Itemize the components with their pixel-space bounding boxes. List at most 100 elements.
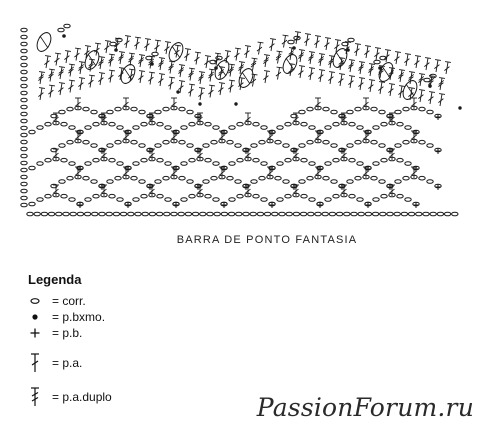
chain-arch-stitch	[354, 175, 362, 181]
picot-chain-stitch	[215, 55, 223, 61]
chain-arch-stitch	[252, 193, 260, 199]
treble-crochet-stitch	[408, 71, 416, 85]
chain-arch-stitch	[348, 157, 356, 163]
chain-arch-stitch	[242, 183, 250, 189]
double-crochet-stitch	[128, 68, 136, 82]
foundation-chain-stitch	[213, 211, 221, 217]
foundation-chain-stitch	[191, 211, 200, 217]
foundation-chain-stitch	[112, 211, 121, 217]
treble-crochet-stitch	[98, 56, 106, 70]
chain-arch-stitch	[284, 193, 292, 199]
foundation-chain-stitch	[292, 211, 301, 217]
chain-arch-stitch	[92, 157, 100, 163]
cluster-stitch-bar	[171, 45, 181, 59]
foundation-chain-stitch	[199, 211, 207, 217]
chain-arch-stitch	[330, 143, 338, 148]
slip-stitch	[198, 102, 202, 106]
chain-arch-stitch	[228, 197, 236, 202]
foundation-chain-stitch	[242, 211, 250, 217]
edge-chain-stitch	[20, 195, 28, 201]
chain-arch-stitch	[114, 106, 122, 112]
foundation-chain-stitch	[393, 211, 401, 217]
slip-stitch	[458, 106, 462, 110]
chain-arch-stitch	[108, 157, 116, 163]
chain-arch-stitch	[290, 113, 298, 119]
chain-arch-stitch	[250, 179, 258, 184]
single-crochet-stitch	[195, 114, 201, 120]
foundation-chain-stitch	[141, 211, 149, 217]
chain-arch-stitch	[220, 165, 228, 171]
chain-arch-stitch	[28, 201, 36, 207]
double-crochet-stitch	[308, 67, 316, 81]
double-crochet-stitch	[198, 87, 206, 101]
treble-crochet-stitch	[348, 59, 356, 73]
double-crochet-stitch	[123, 97, 129, 109]
chain-arch-stitch	[378, 109, 386, 115]
chain-arch-stitch	[164, 197, 172, 202]
edge-chain-stitch	[20, 111, 28, 117]
treble-crochet-stitch	[250, 57, 258, 71]
slip-stitch	[346, 48, 350, 52]
chain-arch-stitch	[260, 197, 268, 202]
edge-chain-stitch	[20, 132, 28, 138]
chain-arch-stitch	[258, 175, 266, 181]
double-crochet-stitch	[54, 52, 62, 66]
chain-arch-stitch	[324, 197, 332, 202]
edge-chain-stitch	[20, 41, 28, 47]
picot-chain-stitch	[341, 41, 349, 47]
double-crochet-stitch	[444, 61, 452, 75]
legend-item-double-crochet: = p.a.	[28, 352, 82, 374]
chain-stitch-oval-icon	[30, 298, 40, 304]
chain-arch-stitch	[316, 129, 324, 135]
edge-chain-stitch	[20, 153, 28, 159]
foundation-chain-stitch	[263, 211, 272, 217]
cluster-stitch	[84, 50, 100, 70]
foundation-chain-stitch	[271, 211, 279, 217]
chain-arch-stitch	[354, 139, 362, 145]
chain-arch-stitch	[114, 175, 122, 181]
chain-arch-stitch	[290, 183, 298, 189]
chain-arch-stitch	[396, 121, 404, 127]
chain-arch-stitch	[36, 161, 44, 166]
chain-arch-stitch	[90, 179, 98, 184]
chain-arch-stitch	[28, 165, 36, 171]
picot-chain-stitch	[423, 77, 431, 83]
single-crochet-plus-icon	[30, 328, 40, 338]
double-crochet-stitch	[44, 55, 52, 69]
chain-arch-stitch	[332, 121, 340, 127]
chain-arch-stitch	[268, 165, 276, 171]
chain-arch-stitch	[380, 193, 388, 199]
chain-arch-stitch	[106, 143, 114, 148]
foundation-chain-stitch	[451, 211, 459, 217]
chain-arch-stitch	[386, 183, 394, 189]
chain-arch-stitch	[132, 125, 140, 130]
chain-arch-stitch	[276, 197, 284, 202]
chain-arch-stitch	[212, 161, 220, 166]
chain-arch-stitch	[364, 165, 372, 171]
chain-arch-stitch	[138, 179, 146, 184]
chain-arch-stitch	[66, 175, 74, 181]
chain-arch-stitch	[370, 106, 378, 112]
foundation-chain-stitch	[422, 211, 430, 217]
treble-crochet-icon	[31, 387, 39, 406]
chain-arch-stitch	[164, 125, 172, 130]
chain-arch-stitch	[330, 179, 338, 184]
treble-crochet-stitch	[138, 54, 146, 68]
treble-crochet-stitch	[308, 51, 316, 65]
chain-arch-stitch	[140, 121, 148, 127]
picot-chain-stitch	[209, 59, 217, 65]
single-crochet-stitch	[413, 202, 419, 208]
edge-chain-stitch	[20, 62, 28, 68]
double-crochet-stitch	[348, 75, 356, 89]
chain-arch-stitch	[258, 139, 266, 145]
foundation-chain-stitch	[40, 211, 49, 217]
foundation-chain-stitch	[371, 211, 380, 217]
chain-arch-stitch	[386, 113, 394, 119]
chain-arch-stitch	[378, 143, 386, 148]
cluster-stitch	[168, 42, 184, 62]
cluster-stitch-bar	[217, 63, 227, 77]
chain-arch-stitch	[180, 161, 188, 166]
cluster-stitch	[332, 48, 348, 68]
foundation-chain-stitch	[177, 211, 185, 217]
chain-arch-stitch	[268, 129, 276, 135]
